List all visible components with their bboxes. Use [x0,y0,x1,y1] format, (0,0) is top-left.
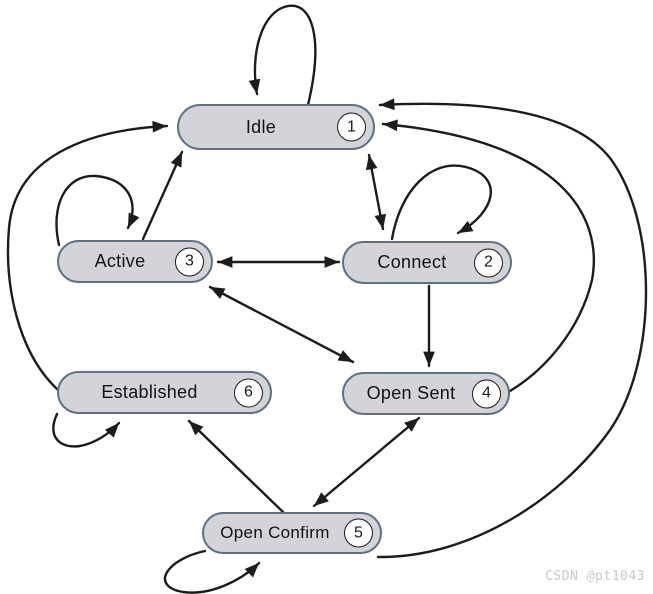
state-connect-label: Connect [377,252,447,272]
state-active-label: Active [94,251,146,271]
transition-open-sent-to-idle-curve [381,119,596,393]
state-established-number-badge: 6 [234,378,263,407]
transition-active-open-sent-bidirectional [208,285,355,364]
state-open-confirm: Open Confirm 5 [202,512,382,554]
transition-open-confirm-to-idle-curve [376,98,648,559]
state-connect-number-badge: 2 [474,248,503,277]
transition-active-to-idle [141,150,184,241]
transition-open-confirm-to-established [187,419,285,514]
state-idle-label: Idle [245,116,277,137]
state-established: Established 6 [57,371,272,414]
state-open-sent-number-badge: 4 [472,379,501,408]
csdn-watermark: CSDN @pt1043 [545,569,645,584]
state-open-confirm-number-badge: 5 [344,518,373,548]
state-open-sent-label: Open Sent [366,383,456,403]
state-established-label: Established [101,382,198,402]
transition-established-to-idle-curve [6,120,169,391]
transition-established-self-loop [52,412,121,448]
transition-idle-connect-bidirectional [365,153,387,231]
state-idle-number-badge: 1 [337,112,366,142]
transition-open-confirm-self-loop [163,549,261,594]
transition-connect-self-loop [390,164,492,241]
transition-active-self-loop [55,174,140,247]
state-active: Active 3 [57,240,213,283]
transition-open-sent-open-confirm-bidirectional [312,416,421,508]
transition-idle-self-loop [248,4,317,107]
state-connect: Connect 2 [342,241,512,284]
state-open-sent: Open Sent 4 [342,372,510,415]
state-idle: Idle 1 [177,104,375,150]
state-active-number-badge: 3 [175,247,204,276]
state-open-confirm-label: Open Confirm [220,523,330,542]
